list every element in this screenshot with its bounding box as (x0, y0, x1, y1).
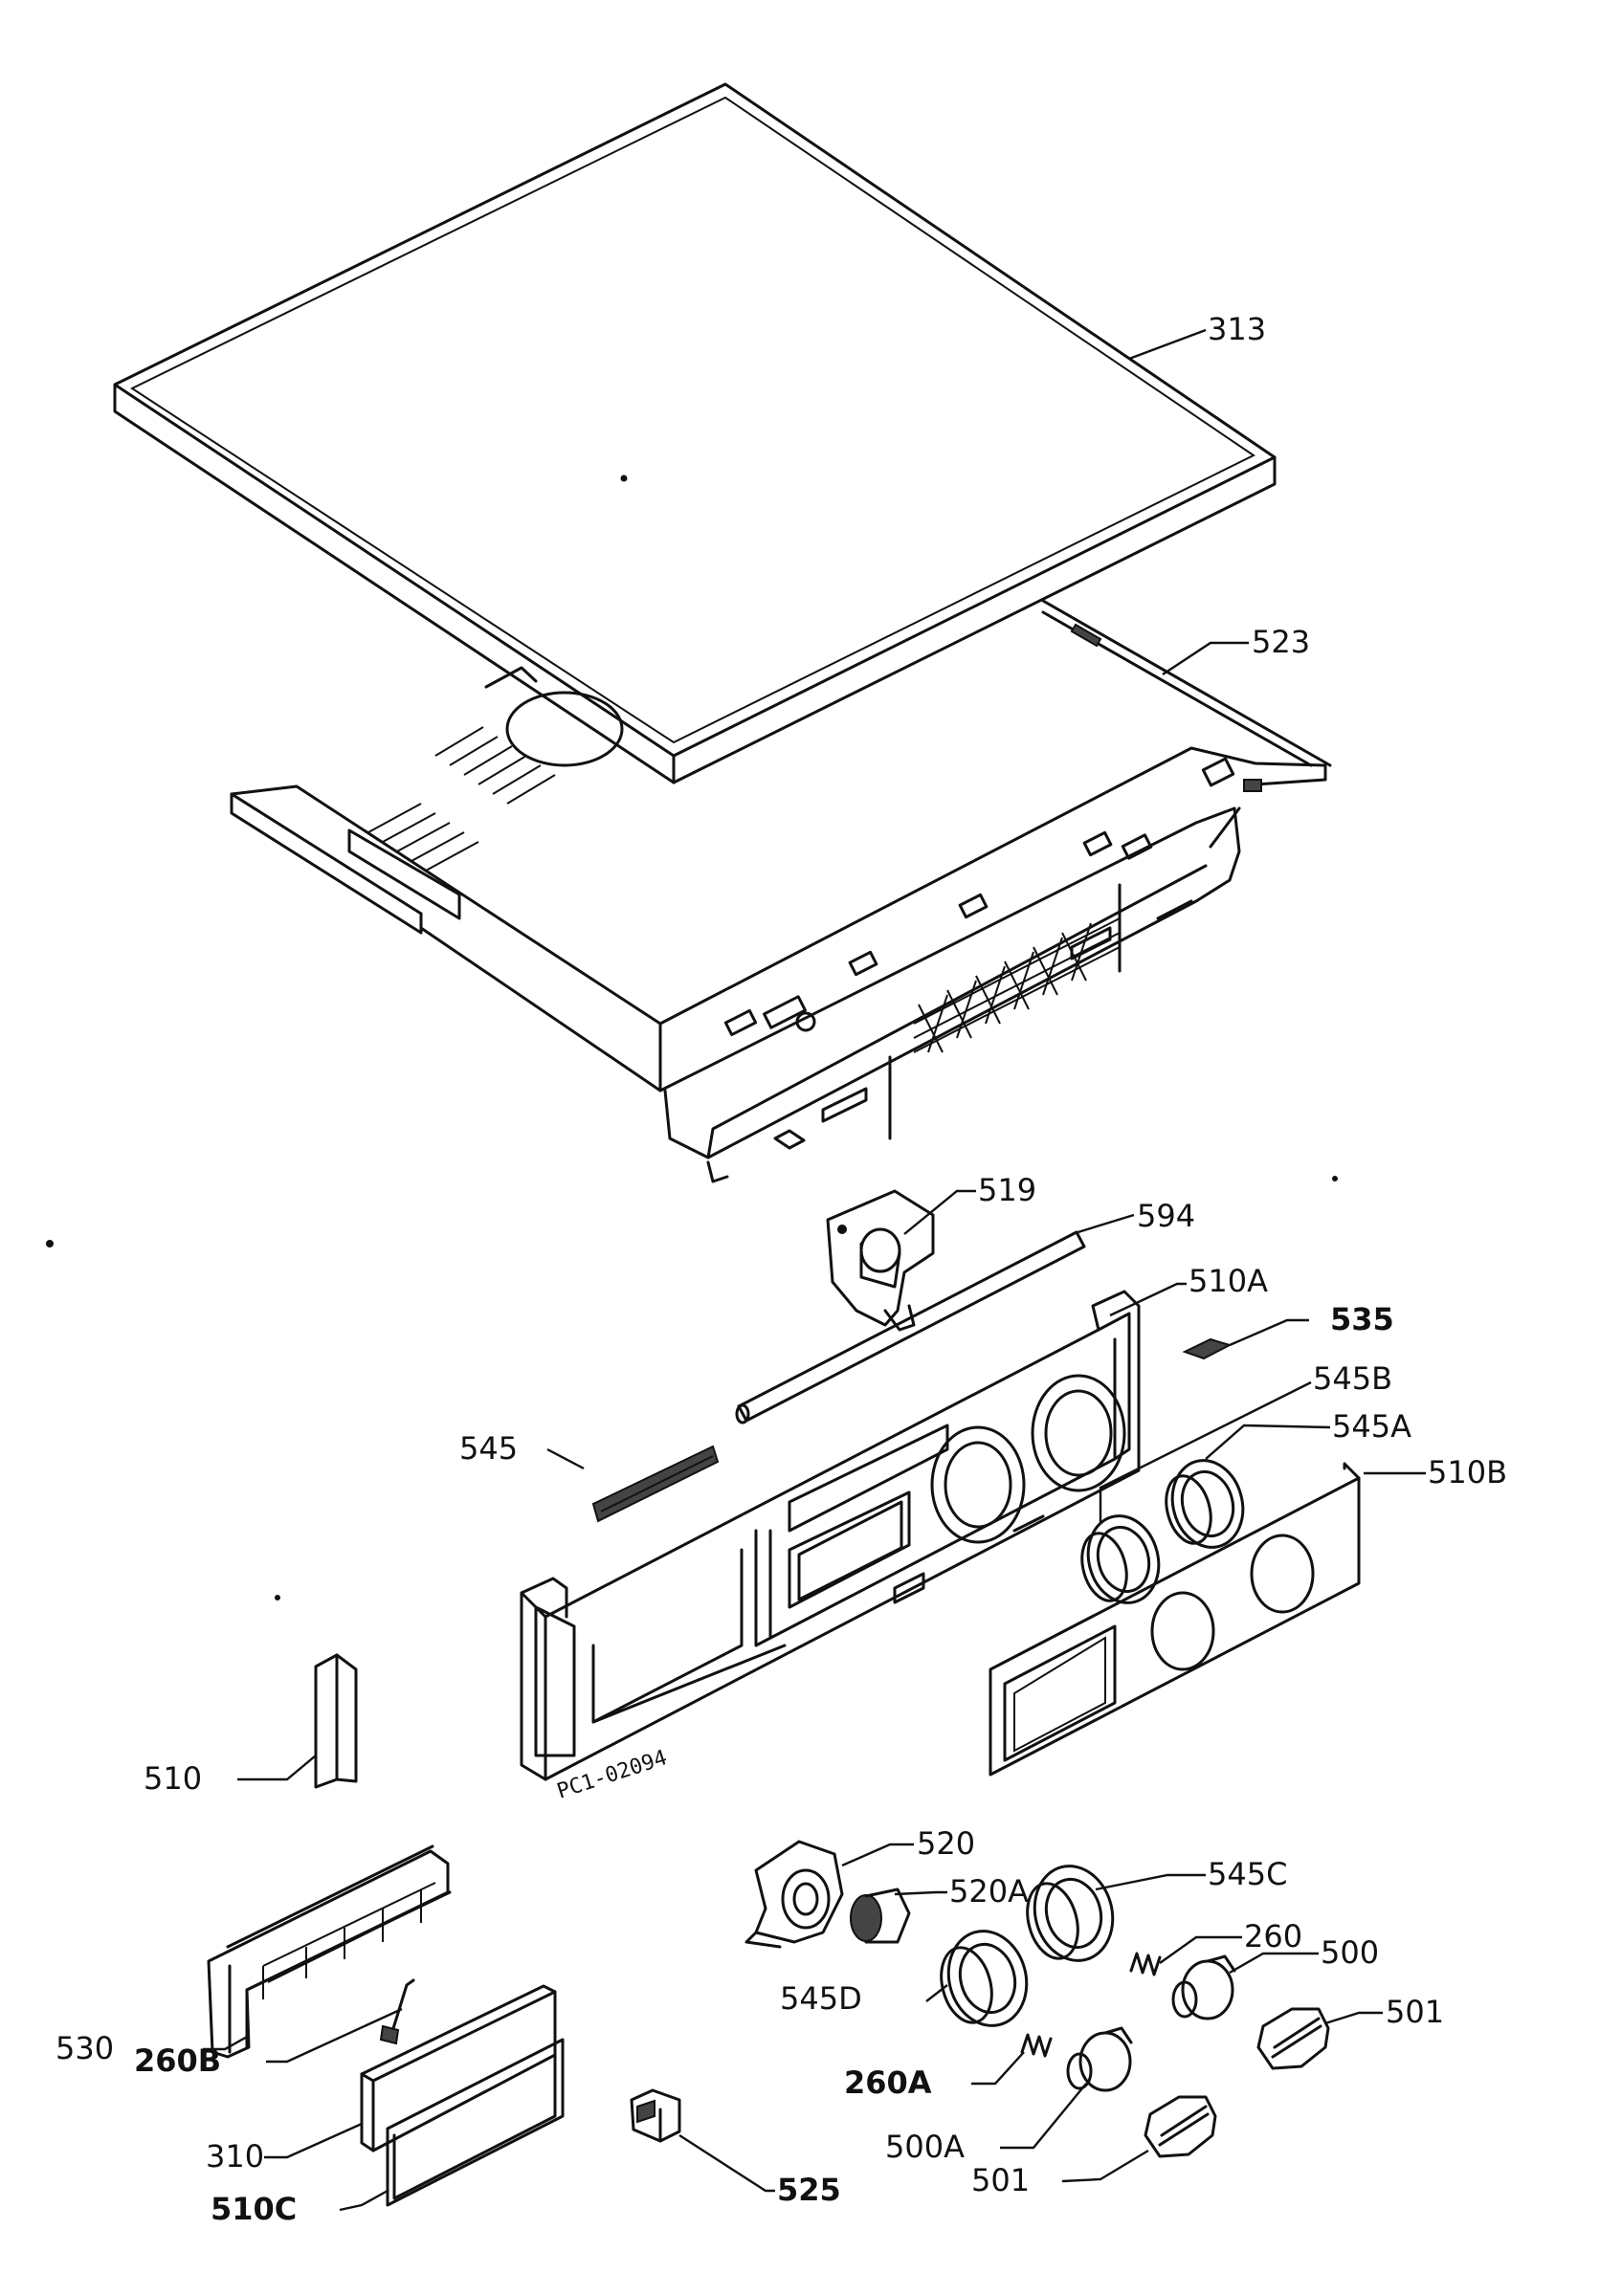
part-535-pointer (1182, 1337, 1233, 1360)
label-545c: 545C (1208, 1856, 1287, 1892)
part-500a-adaptor (1066, 2026, 1133, 2092)
part-545-light-guide (591, 1445, 720, 1523)
label-520a: 520A (949, 1873, 1029, 1910)
part-510a-control-panel (520, 1290, 1141, 1781)
part-501-knob-left (1144, 2095, 1217, 2158)
part-510-corner-trim (314, 1653, 358, 1789)
label-545b: 545B (1313, 1360, 1392, 1397)
label-313: 313 (1208, 311, 1266, 347)
part-530-handle (207, 1844, 452, 2059)
part-594-rod (735, 1230, 1086, 1424)
label-530: 530 (56, 2030, 114, 2066)
label-545: 545 (459, 1430, 518, 1467)
part-260b-spring (379, 1978, 415, 2045)
label-520: 520 (917, 1825, 975, 1862)
part-525-connector (630, 2088, 681, 2143)
label-260a: 260A (844, 2064, 932, 2101)
label-260: 260 (1244, 1918, 1302, 1954)
label-545d: 545D (780, 1980, 862, 2017)
part-313-top-cover (113, 82, 1277, 784)
part-545d-bezel (940, 1930, 1029, 2027)
part-labels: 313 523 519 594 510A 535 545B 545 545A 5… (56, 311, 1507, 2227)
label-260b: 260B (134, 2042, 221, 2079)
part-545c-bezel (1026, 1865, 1115, 1962)
label-545a: 545A (1332, 1408, 1411, 1445)
part-510c-cover (386, 2038, 565, 2207)
part-520-switch (744, 1840, 844, 1949)
label-510b: 510B (1428, 1454, 1507, 1490)
part-260-spring (1129, 1952, 1162, 1976)
label-594: 594 (1137, 1198, 1195, 1234)
label-310: 310 (206, 2138, 264, 2175)
part-545a-bezel (1165, 1459, 1245, 1549)
part-510b-fascia-plate (989, 1462, 1361, 1777)
label-525: 525 (777, 2172, 841, 2208)
part-523-top-frame (230, 599, 1332, 1183)
label-500a: 500A (885, 2129, 965, 2165)
label-500: 500 (1321, 1934, 1379, 1971)
part-501-knob-right (1256, 2007, 1330, 2070)
part-520a-gear (850, 1888, 911, 1944)
label-519: 519 (978, 1172, 1036, 1208)
part-500-adaptor (1171, 1954, 1236, 2020)
label-501-right: 501 (1386, 1994, 1444, 2030)
part-545b-bezel (1080, 1514, 1161, 1604)
label-510: 510 (144, 1760, 202, 1797)
part-260a-spring (1020, 2033, 1053, 2058)
label-523: 523 (1252, 624, 1310, 660)
leader-lines (203, 328, 1426, 2212)
label-510c: 510C (211, 2191, 297, 2227)
part-519-switch-bracket (826, 1189, 935, 1332)
label-510a: 510A (1189, 1263, 1268, 1299)
label-535: 535 (1330, 1301, 1394, 1337)
label-501-left: 501 (971, 2162, 1030, 2198)
